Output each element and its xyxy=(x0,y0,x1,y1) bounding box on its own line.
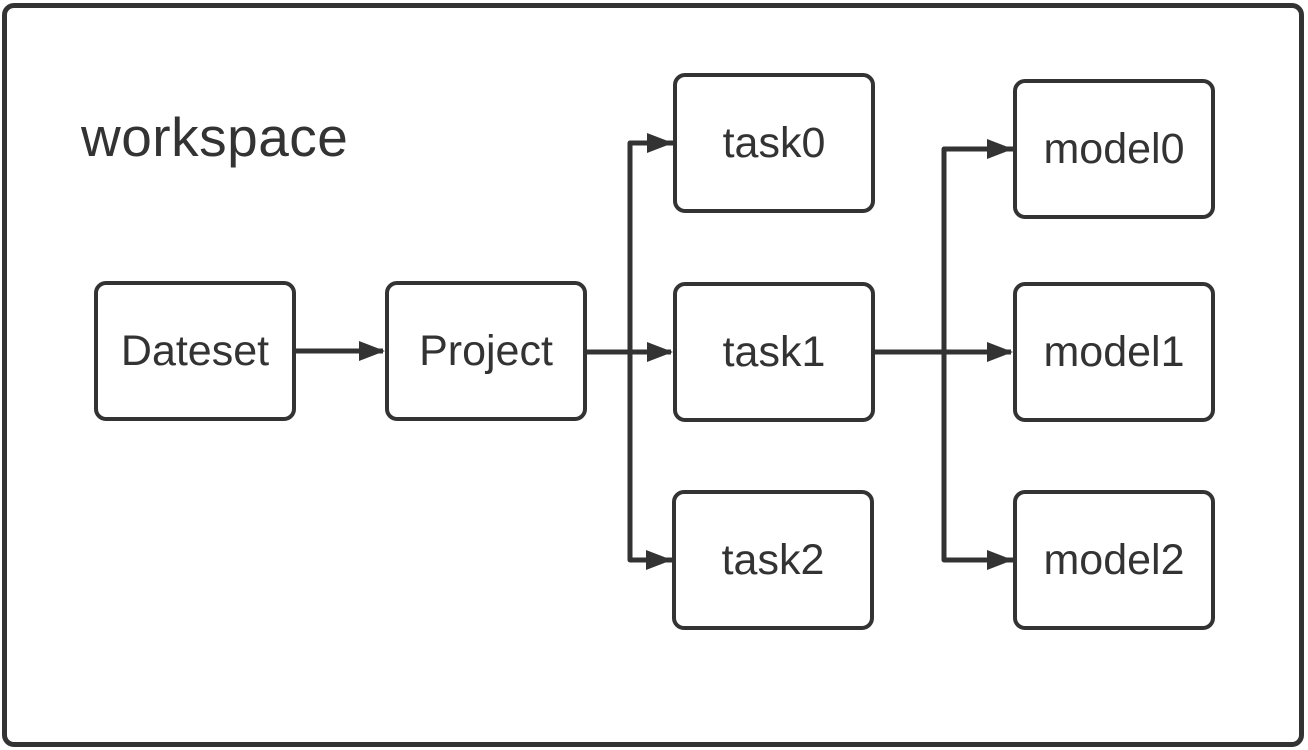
node-dateset: Dateset xyxy=(94,281,296,421)
arrowhead-task0 xyxy=(647,133,673,153)
node-model2: model2 xyxy=(1013,490,1215,630)
workspace-frame xyxy=(2,3,1304,747)
arrowhead-model2 xyxy=(987,550,1013,570)
node-project: Project xyxy=(385,281,587,421)
edge-task1-model0-model2-trunk xyxy=(941,146,1013,563)
node-model0: model0 xyxy=(1013,79,1215,219)
node-task1: task1 xyxy=(673,282,875,422)
node-task0: task0 xyxy=(673,73,875,213)
arrowhead-project xyxy=(359,341,385,361)
workspace-title: workspace xyxy=(81,106,349,168)
arrowhead-task2 xyxy=(646,550,672,570)
node-task2: task2 xyxy=(672,490,874,630)
arrowhead-model0 xyxy=(987,139,1013,159)
arrowhead-model1 xyxy=(987,342,1013,362)
node-model1: model1 xyxy=(1013,282,1215,422)
arrowhead-task1 xyxy=(647,342,673,362)
